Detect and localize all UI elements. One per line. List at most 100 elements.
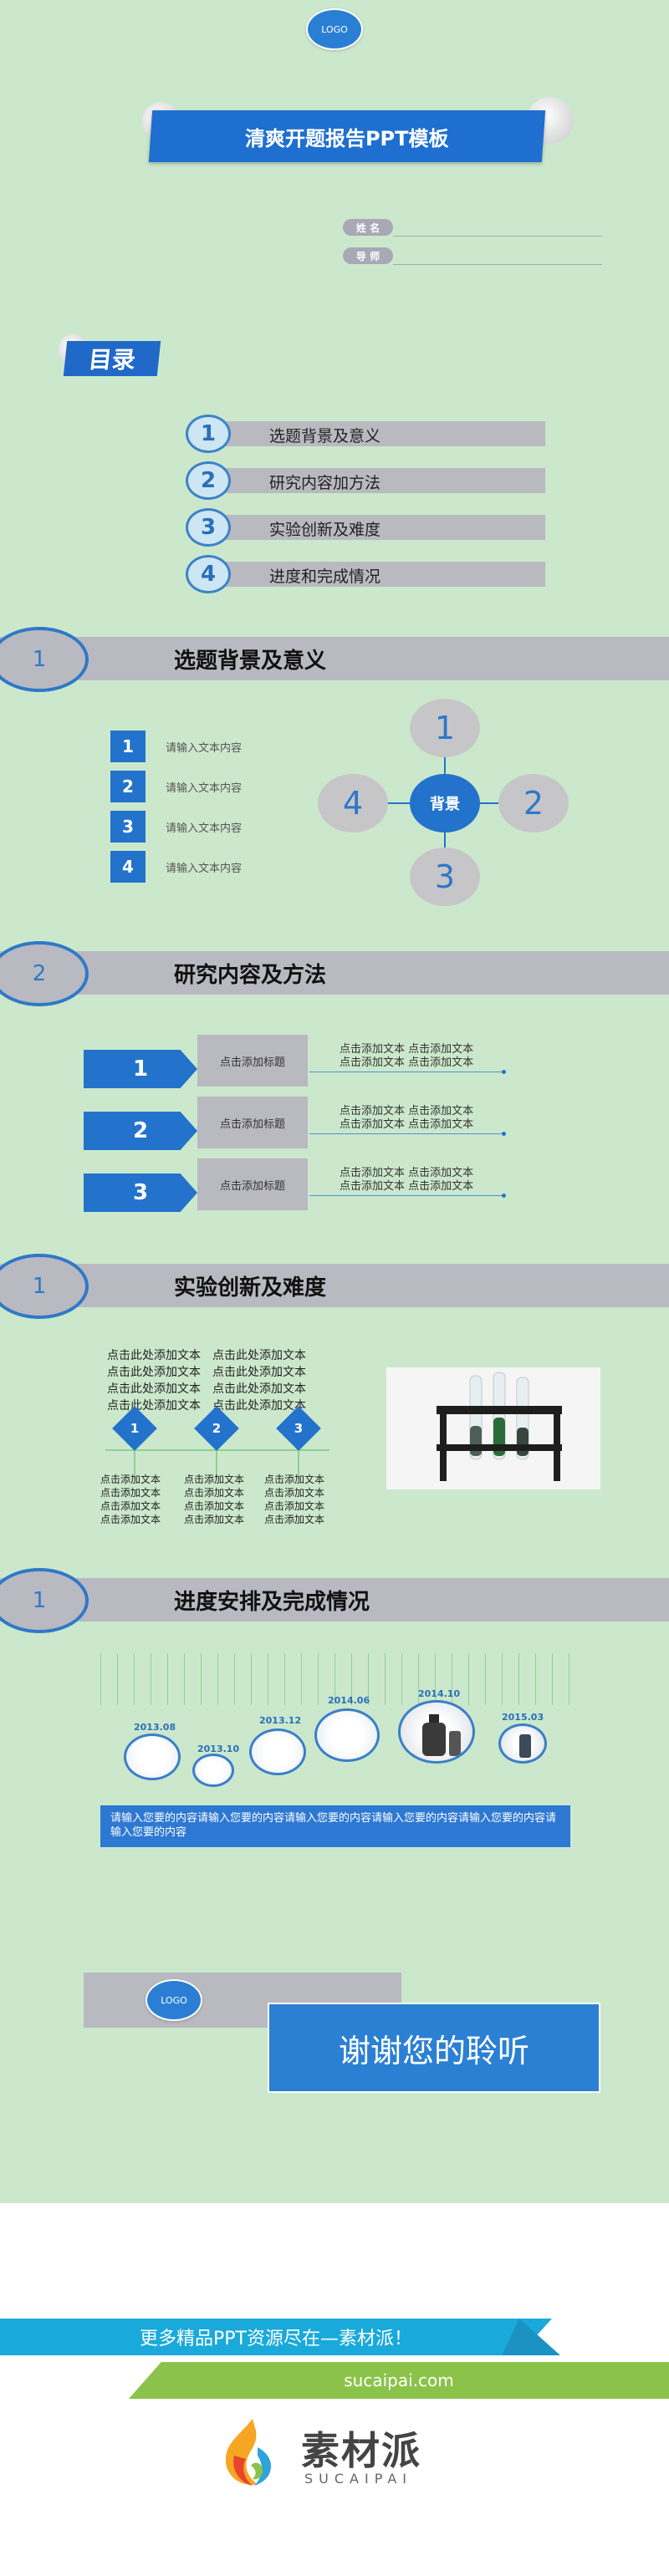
s3-marker-label-3: 3 xyxy=(294,1421,304,1436)
s2-arrow-2: 2 xyxy=(84,1112,197,1150)
toc-num-3: 3 xyxy=(186,508,231,547)
s3-marker-label-2: 2 xyxy=(212,1421,222,1436)
s1-list-num-3: 3 xyxy=(110,811,146,843)
section1-title: 选题背景及意义 xyxy=(174,649,327,674)
thanks-box: 谢谢您的聆听 xyxy=(268,2003,600,2093)
s2-text-1b: 点击添加文本 点击添加文本 xyxy=(340,1056,474,1069)
brand-name-cn: 素材派 xyxy=(301,2428,421,2473)
section2-header-bar xyxy=(0,951,669,995)
s1-node-1: 1 xyxy=(410,699,480,757)
section2-title: 研究内容及方法 xyxy=(174,963,327,988)
tl-year-3: 2013.12 xyxy=(259,1715,302,1726)
s3-top-left-line: 点击此处添加文本 xyxy=(107,1349,201,1362)
s3-bottom-line: 点击添加文本 xyxy=(264,1500,325,1512)
tl-circle-5 xyxy=(398,1700,475,1764)
s3-marker-tick-2 xyxy=(216,1441,217,1479)
s2-text-2a: 点击添加文本 点击添加文本 xyxy=(340,1105,474,1117)
promo-strip[interactable]: 更多精品PPT资源尽在—素材派！ xyxy=(0,2319,552,2355)
s3-top-left-line: 点击此处添加文本 xyxy=(107,1366,201,1379)
s4-description: 请输入您要的内容请输入您要的内容请输入您要的内容请输入您要的内容请输入您要的内容… xyxy=(100,1805,570,1847)
tl-year-6: 2015.03 xyxy=(502,1712,544,1723)
s3-marker-label-1: 1 xyxy=(130,1421,140,1436)
s3-top-text-left: 点击此处添加文本 点击此处添加文本 点击此处添加文本 点击此处添加文本 xyxy=(107,1347,209,1414)
name-pill: 姓 名 xyxy=(343,219,393,236)
s3-top-right-line: 点击此处添加文本 xyxy=(212,1382,306,1396)
section3-header-bar xyxy=(0,1264,669,1307)
url-strip[interactable]: sucaipai.com xyxy=(129,2362,669,2399)
tl-year-2: 2013.10 xyxy=(197,1744,240,1754)
toc-bar-2 xyxy=(194,468,545,493)
toc-num-4: 4 xyxy=(186,555,231,593)
s1-center-node: 背景 xyxy=(410,774,480,832)
section1-number: 1 xyxy=(0,627,89,692)
s3-bottom-line: 点击添加文本 xyxy=(184,1500,245,1512)
s3-bottom-text-3: 点击添加文本 点击添加文本 点击添加文本 点击添加文本 xyxy=(264,1473,344,1526)
s3-marker-tick-1 xyxy=(134,1441,135,1479)
s3-bottom-line: 点击添加文本 xyxy=(100,1514,161,1525)
s1-node-3: 3 xyxy=(410,848,480,906)
section4-title: 进度安排及完成情况 xyxy=(174,1590,370,1615)
s2-divider-2 xyxy=(197,1148,308,1152)
toc-label-3: 实验创新及难度 xyxy=(269,521,381,539)
name-line xyxy=(393,236,602,237)
s3-bottom-line: 点击添加文本 xyxy=(100,1474,161,1485)
s2-dot-2 xyxy=(502,1132,506,1136)
s3-bottom-line: 点击添加文本 xyxy=(184,1474,245,1485)
s2-tag-2: 点击添加标题 xyxy=(197,1097,308,1148)
section2-number: 2 xyxy=(0,941,89,1006)
s1-list-text-3: 请输入文本内容 xyxy=(166,822,243,835)
s3-bottom-line: 点击添加文本 xyxy=(184,1487,245,1499)
s3-top-right-line: 点击此处添加文本 xyxy=(212,1399,306,1413)
tl-circle-2 xyxy=(192,1754,234,1787)
advisor-pill: 导 师 xyxy=(343,247,393,264)
s3-top-right-line: 点击此处添加文本 xyxy=(212,1366,306,1379)
vial-icon xyxy=(519,1734,531,1758)
toc-label-1: 选题背景及意义 xyxy=(269,427,381,445)
s2-divider-1 xyxy=(197,1087,308,1090)
s3-bottom-line: 点击添加文本 xyxy=(184,1514,245,1525)
brand-flame-icon xyxy=(225,2419,272,2486)
s2-tag-3: 点击添加标题 xyxy=(197,1158,308,1210)
tl-circle-3 xyxy=(249,1728,306,1775)
s1-diagram-connectors xyxy=(386,756,503,851)
s1-list-num-2: 2 xyxy=(110,771,146,802)
s3-bottom-line: 点击添加文本 xyxy=(100,1500,161,1512)
s3-bottom-text-2: 点击添加文本 点击添加文本 点击添加文本 点击添加文本 xyxy=(184,1473,263,1526)
tl-year-1: 2013.08 xyxy=(134,1722,176,1733)
toc-bar-1 xyxy=(194,421,545,446)
brand-name-en: SUCAIPAI xyxy=(304,2471,412,2487)
s3-bottom-line: 点击添加文本 xyxy=(100,1487,161,1499)
toc-num-2: 2 xyxy=(186,461,231,500)
toc-num-1: 1 xyxy=(186,415,231,453)
brand-logo-icon xyxy=(214,2414,291,2491)
cover-logo: LOGO xyxy=(306,8,363,50)
s2-tag-1: 点击添加标题 xyxy=(197,1035,308,1087)
section3-number: 1 xyxy=(0,1254,89,1319)
test-tube-photo xyxy=(386,1367,600,1489)
tl-circle-1 xyxy=(124,1733,181,1780)
s1-node-2: 2 xyxy=(498,774,569,832)
s3-top-left-line: 点击此处添加文本 xyxy=(107,1382,201,1396)
s2-connector-2 xyxy=(309,1133,503,1134)
s3-marker-baseline xyxy=(105,1449,329,1451)
closing-logo: LOGO xyxy=(146,1979,202,2021)
s2-dot-3 xyxy=(502,1194,506,1198)
s3-top-left-line: 点击此处添加文本 xyxy=(107,1399,201,1413)
s2-text-3b: 点击添加文本 点击添加文本 xyxy=(340,1180,474,1193)
tl-circle-4 xyxy=(314,1708,380,1762)
toc-label-4: 进度和完成情况 xyxy=(269,568,381,586)
s2-connector-3 xyxy=(309,1195,503,1196)
s2-text-1a: 点击添加文本 点击添加文本 xyxy=(340,1043,474,1056)
toc-bar-4 xyxy=(194,562,545,587)
advisor-line xyxy=(393,264,602,265)
s3-bottom-line: 点击添加文本 xyxy=(264,1487,325,1499)
s1-list-text-2: 请输入文本内容 xyxy=(166,782,243,795)
test-tube-illustration xyxy=(386,1367,600,1489)
s2-arrow-3: 3 xyxy=(84,1173,197,1212)
timeline-ticks xyxy=(100,1653,577,1705)
s2-text-2b: 点击添加文本 点击添加文本 xyxy=(340,1118,474,1131)
s3-bottom-line: 点击添加文本 xyxy=(264,1474,325,1485)
s2-arrow-1: 1 xyxy=(84,1050,197,1088)
toc-label-2: 研究内容加方法 xyxy=(269,474,381,492)
s3-bottom-text-1: 点击添加文本 点击添加文本 点击添加文本 点击添加文本 xyxy=(100,1473,180,1526)
